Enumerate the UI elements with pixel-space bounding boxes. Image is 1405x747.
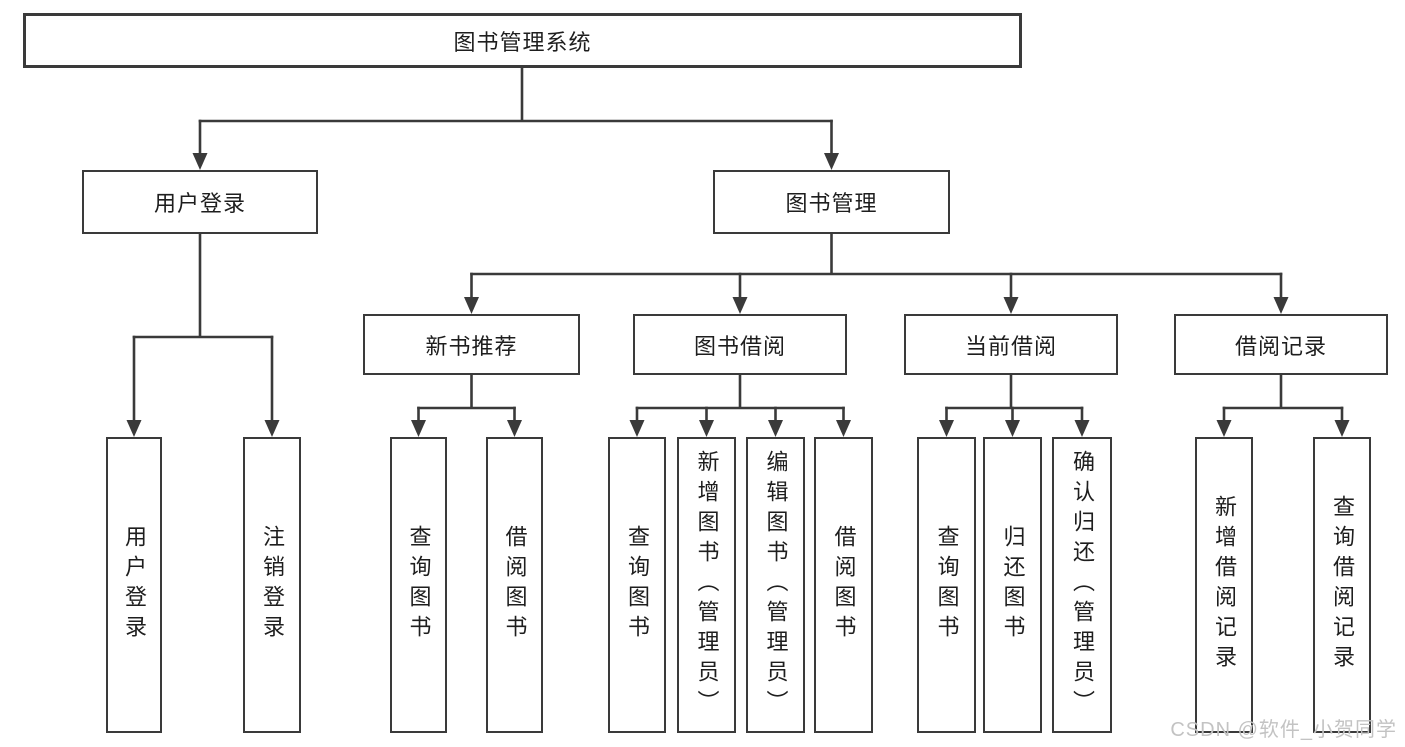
node-library-management-system: 图书管理系统 (23, 13, 1022, 68)
csdn-watermark: CSDN @软件_小贺同学 (1170, 719, 1397, 741)
leaf-label: 查询图书 (934, 525, 960, 645)
node-label: 图书管理系统 (453, 29, 592, 55)
leaf-label: 用户登录 (122, 525, 147, 645)
node-label: 图书借阅 (693, 333, 786, 359)
leaf-query-books-current: 查询图书 (917, 437, 976, 733)
leaf-label: 编辑图书（管理员） (763, 450, 789, 720)
leaf-logout: 注销登录 (243, 437, 301, 733)
node-user-login: 用户登录 (82, 170, 318, 234)
leaf-borrow-books-borrowing: 借阅图书 (814, 437, 873, 733)
leaf-query-books-recommend: 查询图书 (390, 437, 447, 733)
leaf-label: 注销登录 (260, 525, 285, 645)
node-new-book-recommend: 新书推荐 (363, 314, 580, 375)
leaf-query-books-borrowing: 查询图书 (608, 437, 666, 733)
node-book-borrowing: 图书借阅 (633, 314, 847, 375)
leaf-query-borrow-record: 查询借阅记录 (1313, 437, 1371, 733)
node-label: 新书推荐 (425, 333, 518, 359)
leaf-label: 新增借阅记录 (1212, 495, 1237, 675)
leaf-label: 借阅图书 (502, 525, 528, 645)
node-label: 图书管理 (785, 191, 878, 216)
leaf-label: 确认归还（管理员） (1070, 450, 1095, 720)
leaf-label: 查询图书 (625, 525, 650, 645)
leaf-label: 查询借阅记录 (1330, 495, 1355, 675)
leaf-borrow-books-recommend: 借阅图书 (486, 437, 543, 733)
leaf-user-login: 用户登录 (106, 437, 162, 733)
node-label: 借阅记录 (1234, 333, 1327, 359)
node-label: 当前借阅 (964, 333, 1057, 359)
leaf-label: 借阅图书 (831, 525, 857, 645)
leaf-add-borrow-record: 新增借阅记录 (1195, 437, 1253, 733)
leaf-label: 新增图书（管理员） (694, 450, 720, 720)
node-current-borrowing: 当前借阅 (904, 314, 1118, 375)
node-book-management: 图书管理 (713, 170, 950, 234)
leaf-add-book-admin: 新增图书（管理员） (677, 437, 736, 733)
node-label: 用户登录 (153, 191, 246, 216)
leaf-label: 归还图书 (1000, 525, 1026, 645)
leaf-return-books: 归还图书 (983, 437, 1042, 733)
leaf-edit-book-admin: 编辑图书（管理员） (746, 437, 805, 733)
node-borrowing-records: 借阅记录 (1174, 314, 1388, 375)
leaf-confirm-return-admin: 确认归还（管理员） (1052, 437, 1112, 733)
leaf-label: 查询图书 (406, 525, 432, 645)
